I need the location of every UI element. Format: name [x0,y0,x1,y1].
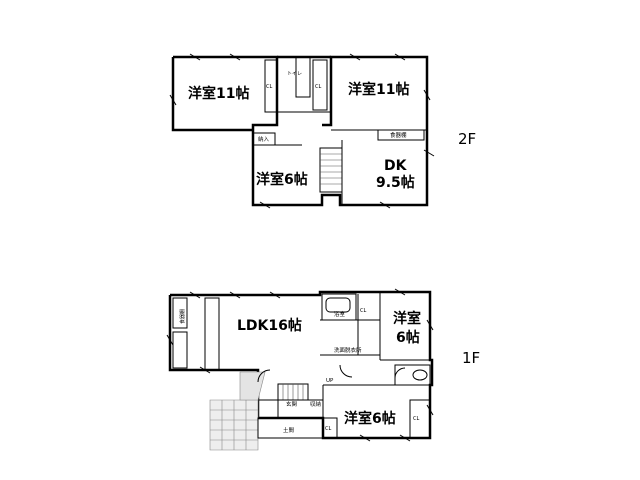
room-2f-western-6: 洋室6帖 [256,171,308,188]
floor-2f [169,53,435,209]
room-2f-dk-line1: DK [384,158,408,174]
room-2f-western-11b: 洋室11帖 [348,81,409,98]
room-2f-western-11a: 洋室11帖 [188,85,249,102]
floor-1f [166,288,434,451]
floor-1f-label: 1F [462,349,480,367]
label-1f-closet-a: CL [360,308,366,314]
label-2f-storage: 納入 [258,135,270,143]
label-1f-up: UP [326,378,334,384]
room-1f-western-6b: 洋室6帖 [344,410,396,427]
label-1f-storage: 収納 [310,400,322,408]
label-2f-cabinet: 食器棚 [390,131,407,139]
floor-2f-label: 2F [458,130,476,148]
label-1f-closet-b: CL [325,426,331,432]
room-2f-dk-line2: 9.5帖 [376,174,415,191]
label-2f-toilet: トイレ [287,71,302,77]
label-2f-closet-b: CL [315,84,321,90]
label-1f-entrance: 玄関 [286,400,298,408]
label-1f-washroom: 洗面脱衣所 [334,346,362,354]
label-1f-kitchen: 食器棚 [179,309,186,324]
label-1f-doma: 土間 [283,426,295,434]
room-1f-western-6a-line1: 洋室 [393,310,421,327]
label-1f-closet-c: CL [413,416,419,422]
room-1f-western-6a-line2: 6帖 [396,329,420,346]
label-2f-closet-a: CL [266,84,272,90]
room-1f-ldk: LDK16帖 [237,317,302,334]
label-1f-bath: 浴室 [334,310,346,318]
